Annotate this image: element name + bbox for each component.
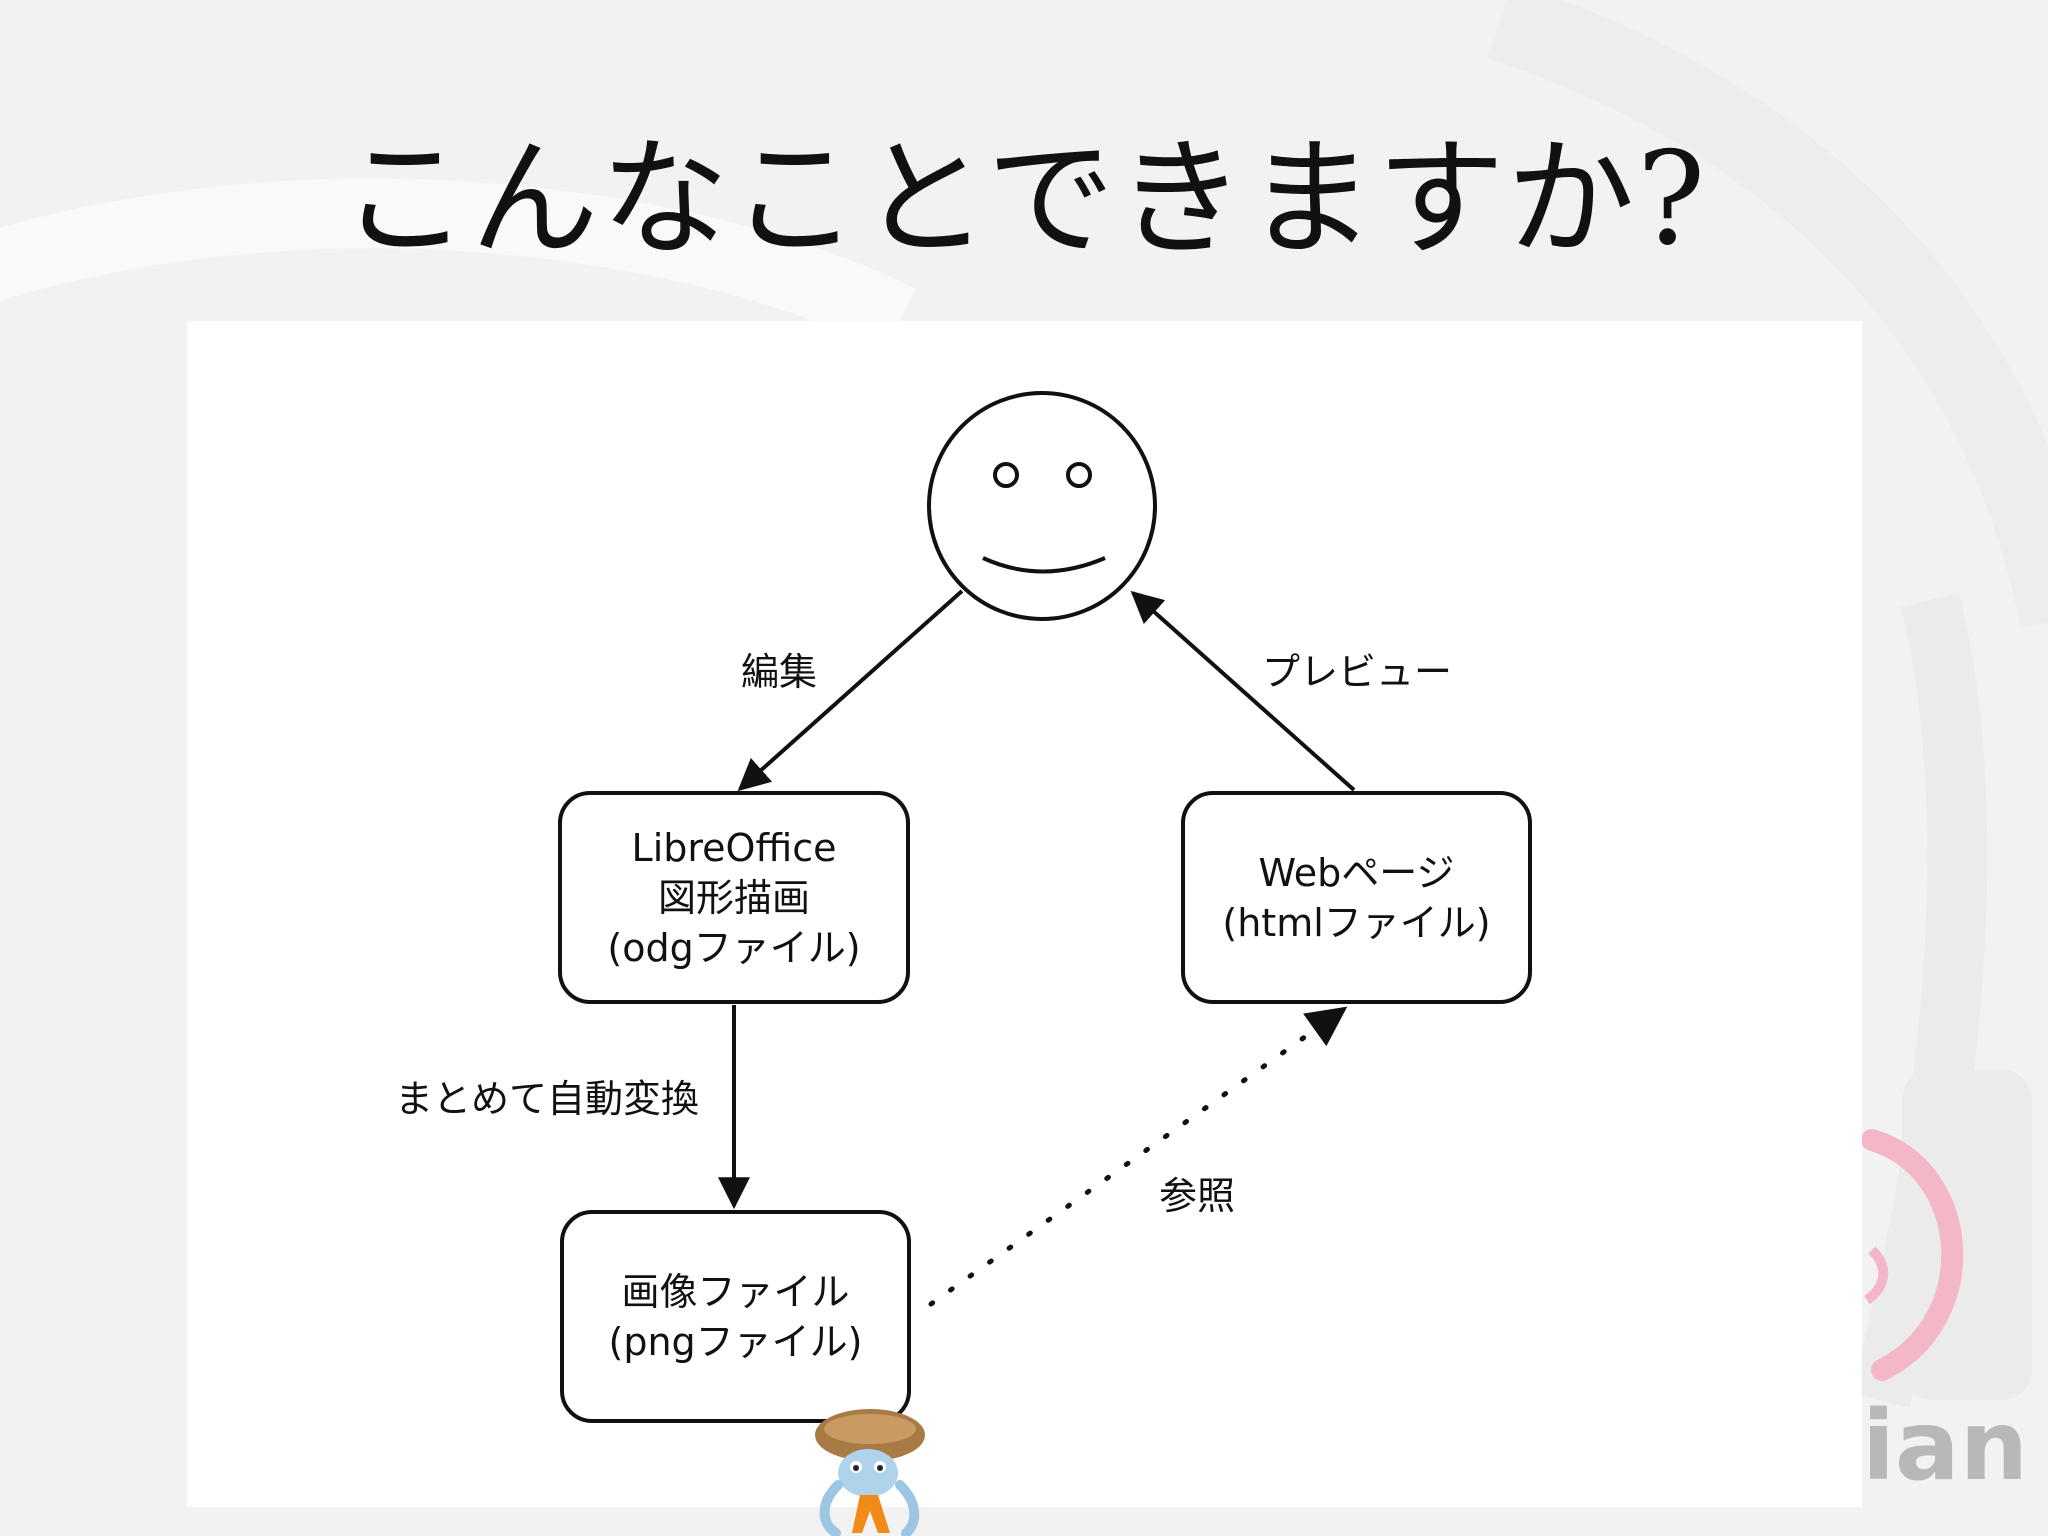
mascot-icon bbox=[815, 1409, 925, 1536]
diagram-canvas: LibreOffice 図形描画 (odgファイル) Webページ (htmlフ… bbox=[187, 321, 1862, 1507]
node-webpage-line2: (htmlファイル) bbox=[1222, 900, 1491, 945]
node-image-line1: 画像ファイル bbox=[621, 1269, 850, 1314]
debian-wordmark: ian bbox=[1862, 1390, 2029, 1502]
node-webpage: Webページ (htmlファイル) bbox=[1181, 791, 1532, 1004]
diagram-edges bbox=[718, 391, 1356, 1307]
node-libreoffice-line1: LibreOffice bbox=[631, 825, 837, 870]
edge-edit-arrow bbox=[737, 589, 964, 792]
slide-title: こんなことできますか? bbox=[340, 125, 1708, 274]
edge-reference-arrow bbox=[928, 1006, 1348, 1307]
user-smiley-icon bbox=[927, 391, 1157, 621]
debian-logo-icon bbox=[1862, 1070, 2032, 1400]
node-libreoffice: LibreOffice 図形描画 (odgファイル) bbox=[558, 791, 910, 1004]
node-libreoffice-line2: 図形描画 bbox=[657, 875, 810, 920]
edge-label-preview: プレビュー bbox=[1262, 650, 1453, 694]
node-image-line2: (pngファイル) bbox=[608, 1319, 863, 1364]
edge-preview-arrow bbox=[1130, 590, 1356, 792]
edge-label-reference: 参照 bbox=[1159, 1174, 1236, 1218]
node-webpage-line1: Webページ bbox=[1258, 850, 1455, 895]
edge-label-convert: まとめて自動変換 bbox=[395, 1077, 700, 1121]
node-image: 画像ファイル (pngファイル) bbox=[560, 1210, 911, 1423]
edge-label-edit: 編集 bbox=[741, 650, 818, 694]
node-libreoffice-line3: (odgファイル) bbox=[607, 925, 861, 970]
